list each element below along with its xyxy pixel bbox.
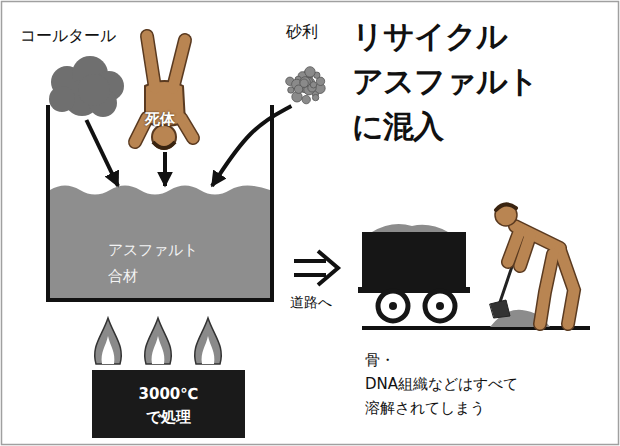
worker-figure bbox=[490, 204, 574, 324]
gravel-pile: 砂利 bbox=[282, 22, 334, 106]
coal-tar-cloud: コールタール bbox=[12, 26, 136, 120]
melting-pot bbox=[48, 105, 272, 300]
asphalt-liquid bbox=[50, 186, 270, 299]
flow-arrow bbox=[86, 120, 118, 186]
heating-box: 3000℃ で処理 bbox=[92, 370, 245, 438]
corpse-figure-art bbox=[125, 30, 205, 152]
road-line bbox=[362, 326, 590, 330]
asphalt-mix: アスファルト 合材 bbox=[50, 186, 270, 298]
dissolve-note: 骨・DNA組織などはすべて 溶解されてしまう bbox=[365, 348, 518, 420]
flames bbox=[95, 318, 222, 364]
title: リサイクル アスファルト に混入 bbox=[352, 14, 538, 149]
coal-tar-cloud-text: コールタール bbox=[20, 26, 116, 46]
corpse-figure-text: 死体 bbox=[145, 110, 175, 129]
flow-arrow bbox=[163, 152, 167, 186]
dump-truck bbox=[358, 224, 470, 321]
double-arrow bbox=[294, 251, 338, 285]
flow-arrow bbox=[212, 106, 291, 186]
corpse-figure: 死体 bbox=[125, 30, 205, 152]
heating-box-text: 3000℃ で処理 bbox=[139, 383, 199, 430]
to-road-label: 道路へ bbox=[290, 293, 332, 311]
asphalt-mix-text: アスファルト 合材 bbox=[108, 238, 198, 289]
gravel-pile-text: 砂利 bbox=[286, 22, 318, 42]
